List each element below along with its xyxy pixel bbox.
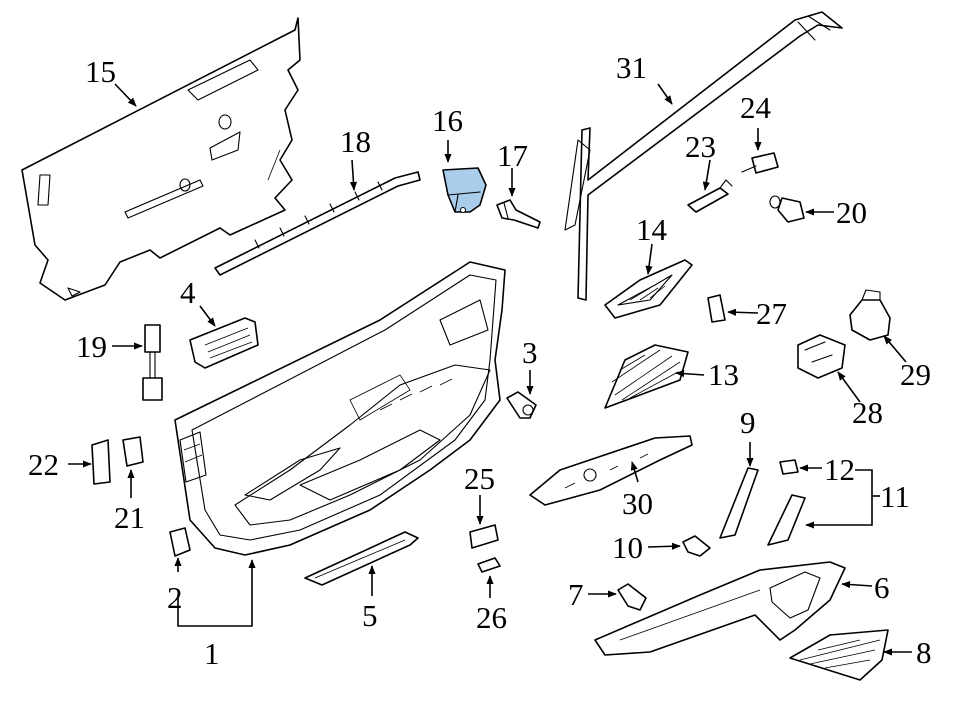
part-25-clip[interactable] (469, 524, 499, 549)
part-5-armrest-trim[interactable] (304, 531, 419, 586)
callout-12[interactable]: 12 (824, 452, 855, 487)
part-2-clip[interactable] (169, 527, 191, 557)
part-31-glass-channel[interactable] (564, 11, 843, 301)
part-29-switch[interactable] (849, 289, 891, 341)
part-21-plug[interactable] (122, 436, 144, 467)
callout-labels: 15 18 16 17 31 24 23 20 14 27 29 28 13 4… (28, 50, 932, 671)
part-28-switch-module[interactable] (797, 334, 846, 379)
callout-7[interactable]: 7 (568, 577, 584, 612)
callout-23[interactable]: 23 (685, 129, 716, 164)
callout-21[interactable]: 21 (114, 500, 145, 535)
callout-5[interactable]: 5 (362, 598, 378, 633)
callout-11[interactable]: 11 (880, 479, 910, 514)
part-4-storage-pocket[interactable] (189, 317, 259, 369)
callout-27[interactable]: 27 (756, 296, 787, 331)
part-14-handle-trim[interactable] (604, 259, 693, 319)
part-8-speaker-insert[interactable] (789, 629, 889, 681)
callout-3[interactable]: 3 (522, 335, 538, 370)
part-11-trim-piece[interactable] (767, 494, 806, 546)
part-6-handle-bezel[interactable] (594, 561, 846, 656)
part-12-clip[interactable] (779, 459, 799, 475)
callout-16[interactable]: 16 (432, 103, 463, 138)
part-10-screw[interactable] (682, 535, 711, 557)
callout-6[interactable]: 6 (874, 570, 890, 605)
callout-26[interactable]: 26 (476, 600, 507, 635)
part-9-trim-strip[interactable] (719, 467, 759, 539)
callout-29[interactable]: 29 (900, 357, 931, 392)
callout-24[interactable]: 24 (740, 90, 772, 125)
callout-20[interactable]: 20 (836, 195, 867, 230)
callout-18[interactable]: 18 (340, 124, 371, 159)
callout-14[interactable]: 14 (636, 212, 668, 247)
part-30-trim-bracket[interactable] (529, 435, 693, 506)
part-7-screw[interactable] (617, 583, 647, 611)
part-19-wiring-harness[interactable] (142, 324, 163, 401)
callout-30[interactable]: 30 (622, 486, 653, 521)
part-23-clip[interactable] (687, 179, 733, 213)
part-3-screw[interactable] (506, 391, 537, 419)
part-16-bracket[interactable] (442, 167, 487, 213)
part-26-clip[interactable] (477, 557, 501, 573)
part-24-clip[interactable] (741, 152, 779, 174)
part-20-plug[interactable] (769, 195, 805, 223)
leader-lines (68, 83, 912, 656)
part-13-speaker-grille[interactable] (604, 344, 689, 409)
callout-13[interactable]: 13 (708, 357, 739, 392)
part-27-clip[interactable] (707, 294, 726, 323)
callout-4[interactable]: 4 (180, 275, 196, 310)
callout-22[interactable]: 22 (28, 447, 59, 482)
callout-19[interactable]: 19 (76, 329, 107, 364)
callout-2[interactable]: 2 (167, 580, 183, 615)
part-1-door-trim-panel[interactable] (174, 261, 506, 556)
part-15-water-shield[interactable] (21, 17, 301, 301)
callout-1[interactable]: 1 (204, 636, 220, 671)
part-17-pin[interactable] (496, 199, 541, 229)
part-22-plug[interactable] (91, 439, 111, 485)
callout-31[interactable]: 31 (616, 50, 647, 85)
callout-28[interactable]: 28 (852, 395, 883, 430)
callout-10[interactable]: 10 (612, 530, 643, 565)
part-18-belt-molding[interactable] (214, 171, 421, 276)
callout-25[interactable]: 25 (464, 461, 495, 496)
callout-9[interactable]: 9 (740, 405, 756, 440)
callout-17[interactable]: 17 (497, 138, 528, 173)
callout-8[interactable]: 8 (916, 635, 932, 670)
callout-15[interactable]: 15 (85, 54, 116, 89)
